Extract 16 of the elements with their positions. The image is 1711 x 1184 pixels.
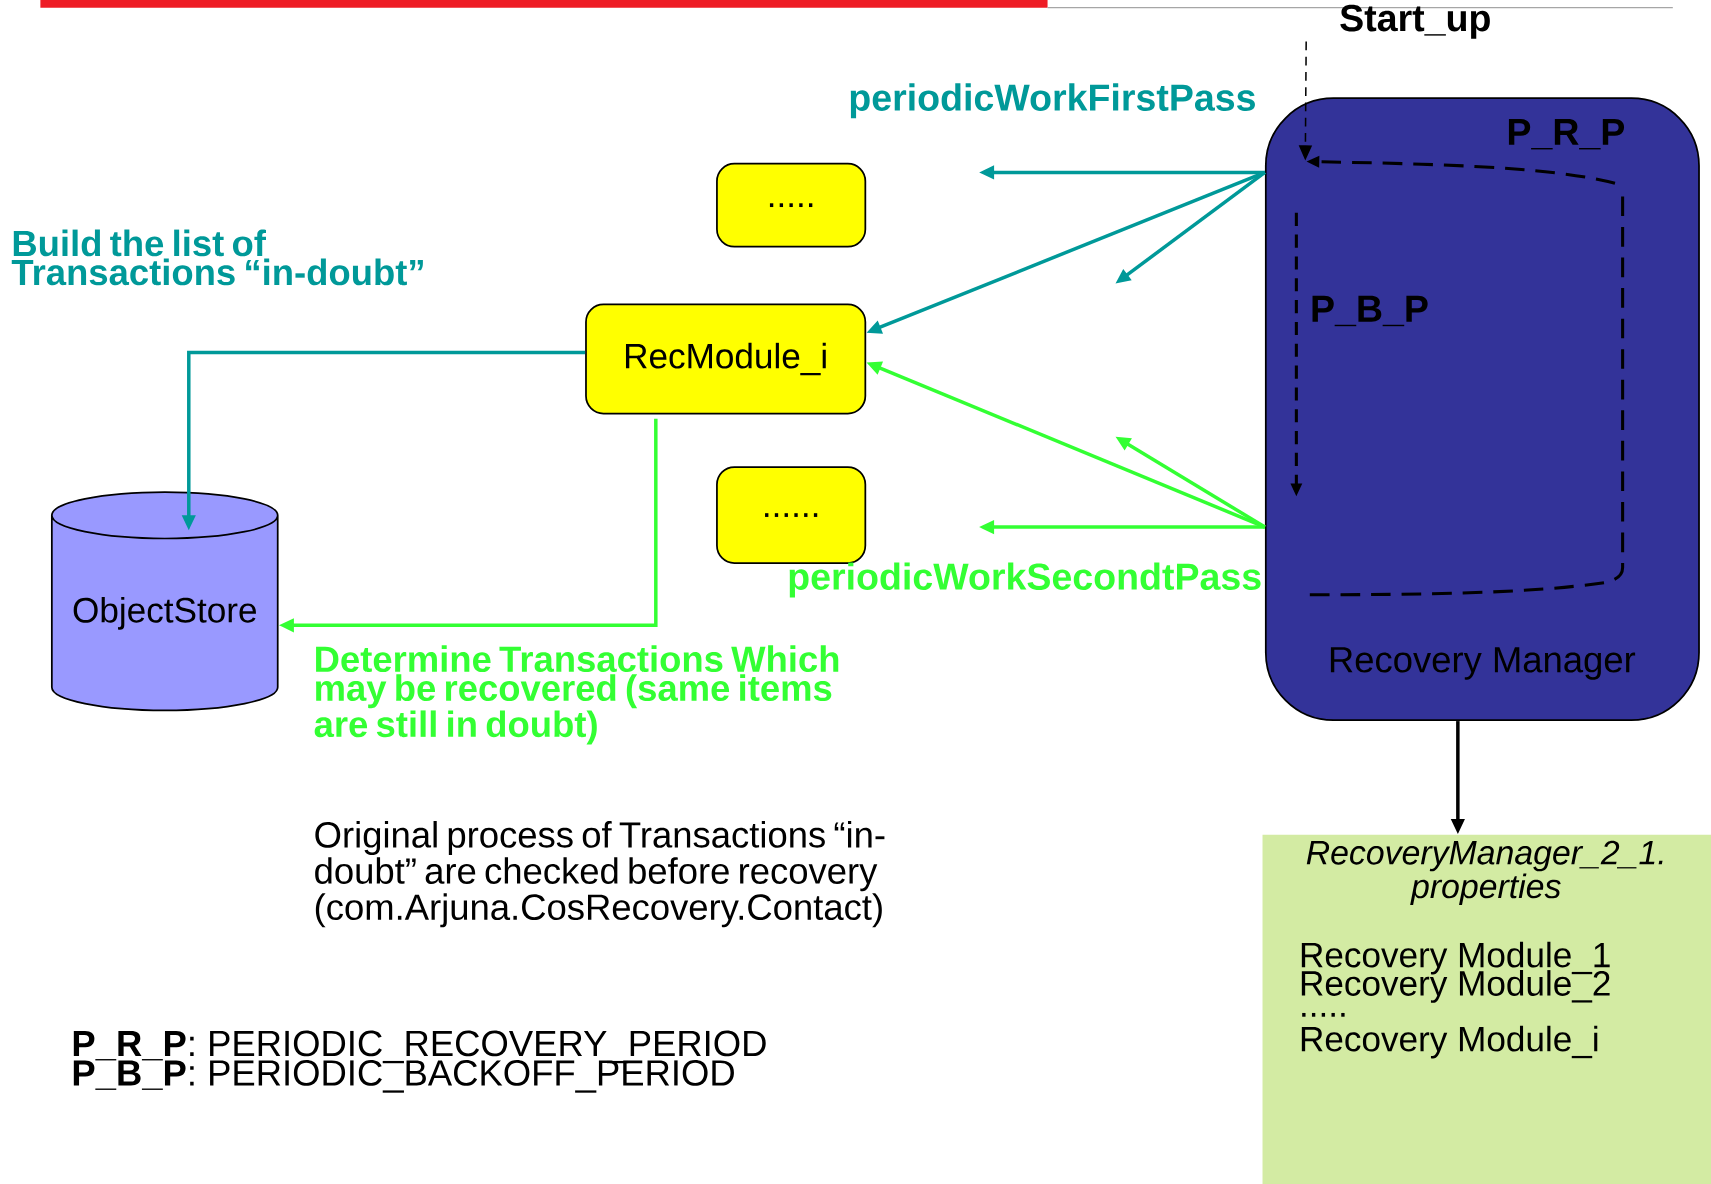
- list-item: Recovery Module_i: [1301, 1025, 1598, 1059]
- file-title: RecoveryManager_2_1. properties: [1306, 840, 1663, 906]
- database-cylinder: ObjectStore: [50, 491, 279, 712]
- loop-label: P_B_P: [1312, 295, 1428, 327]
- box-title: Recovery Manager: [1330, 647, 1636, 680]
- file-box: [1262, 834, 1711, 1184]
- pass-label: periodicWorkSecondtPass: [789, 562, 1261, 598]
- list-item: .....: [1302, 1012, 1345, 1017]
- note-text: Original process of Transactions “in-doubt” are checked before recovery (com.Arjuna.CosRecovery.Contact): [315, 821, 885, 928]
- note-text: Determine Transactions Which may be recovered (same items are still in doubt): [314, 645, 839, 745]
- loop-label: P_R_P: [1508, 119, 1625, 150]
- process-box: .....: [716, 162, 867, 248]
- note-text: Build the list of Transactions “in-doubt”: [11, 229, 423, 286]
- process-box: RecModule_i: [585, 303, 867, 415]
- pass-label: periodicWorkFirstPass: [850, 83, 1255, 119]
- start-label: Start_up: [1340, 4, 1490, 39]
